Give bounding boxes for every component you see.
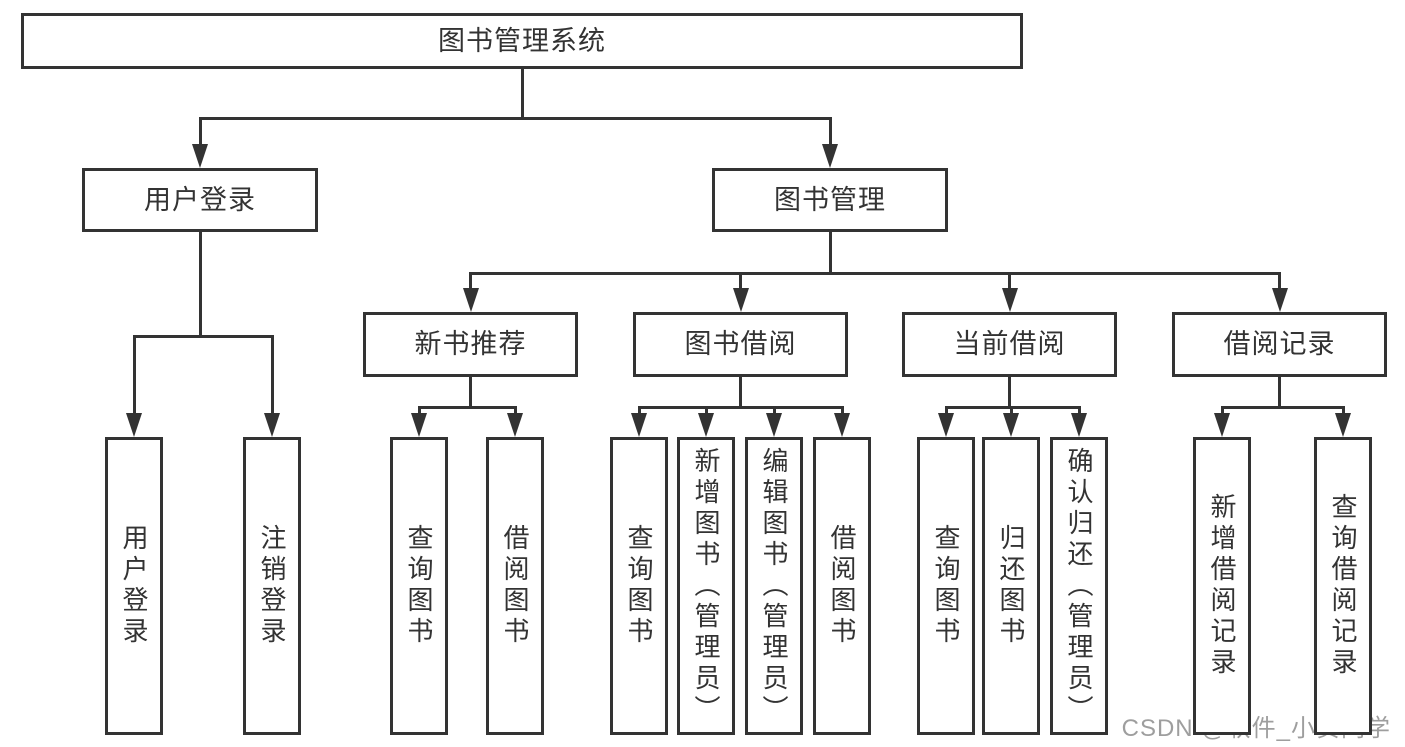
- connector-drop-new-book-recommend: [469, 273, 472, 294]
- connector-branch-book-management: [469, 271, 1281, 275]
- node-leaf-user-login: 用户登录: [105, 437, 163, 735]
- node-book-borrowing: 图书借阅: [633, 312, 848, 377]
- arrowhead-to-current-borrowing: [1001, 288, 1018, 312]
- connector-branch-book-borrowing: [637, 405, 844, 409]
- node-leaf-add-books: 新增图书（管理员）: [677, 437, 735, 735]
- arrowhead-to-leaf-edit-books: [766, 413, 782, 437]
- arrowhead-to-leaf-add-borrow-record: [1214, 413, 1230, 437]
- node-leaf-query-books-1: 查询图书: [390, 437, 448, 735]
- arrowhead-to-leaf-query-borrow-record: [1335, 413, 1351, 437]
- connector-stem-user-login: [198, 232, 202, 336]
- node-label-root: 图书管理系统: [438, 25, 606, 56]
- node-new-book-recommend: 新书推荐: [363, 312, 578, 377]
- node-label-borrowing-records: 借阅记录: [1223, 329, 1336, 359]
- arrowhead-to-new-book-recommend: [462, 288, 479, 312]
- node-label-leaf-query-books-2: 查询图书: [624, 524, 654, 648]
- arrowhead-to-leaf-borrow-books-2: [834, 413, 850, 437]
- node-book-management: 图书管理: [712, 168, 948, 232]
- connector-drop-user-login: [198, 118, 202, 150]
- connector-branch-current-borrowing: [944, 405, 1081, 409]
- connector-drop-leaf-logout: [270, 336, 274, 419]
- arrowhead-to-user-login: [192, 144, 208, 168]
- node-label-leaf-add-books: 新增图书（管理员）: [691, 446, 721, 726]
- node-label-leaf-add-borrow-record: 新增借阅记录: [1207, 493, 1237, 679]
- arrowhead-to-leaf-user-login: [126, 413, 142, 437]
- node-label-leaf-return-books: 归还图书: [996, 524, 1026, 648]
- connector-drop-borrowing-records: [1278, 273, 1281, 294]
- connector-drop-current-borrowing: [1008, 273, 1011, 294]
- connector-branch-new-book-recommend: [417, 405, 517, 409]
- connector-drop-book-borrowing: [739, 273, 742, 294]
- node-root: 图书管理系统: [21, 13, 1023, 69]
- node-borrowing-records: 借阅记录: [1172, 312, 1387, 377]
- node-leaf-return-books: 归还图书: [982, 437, 1040, 735]
- node-label-leaf-user-login: 用户登录: [119, 524, 149, 648]
- connector-branch-borrowing-records: [1220, 405, 1345, 409]
- arrowhead-to-leaf-query-books-2: [631, 413, 647, 437]
- connector-stem-current-borrowing: [1008, 377, 1011, 407]
- arrowhead-to-leaf-logout: [264, 413, 280, 437]
- arrowhead-to-leaf-query-books-3: [938, 413, 954, 437]
- node-leaf-add-borrow-record: 新增借阅记录: [1193, 437, 1251, 735]
- node-leaf-borrow-books-1: 借阅图书: [486, 437, 544, 735]
- arrowhead-to-leaf-query-books-1: [411, 413, 427, 437]
- node-leaf-query-books-3: 查询图书: [917, 437, 975, 735]
- arrowhead-to-leaf-return-books: [1003, 413, 1019, 437]
- node-user-login: 用户登录: [82, 168, 318, 232]
- node-label-book-management: 图书管理: [774, 184, 886, 215]
- connector-drop-book-management: [828, 118, 832, 150]
- arrowhead-to-leaf-confirm-return: [1071, 413, 1087, 437]
- node-label-leaf-query-borrow-record: 查询借阅记录: [1328, 493, 1358, 679]
- arrowhead-to-book-management: [822, 144, 838, 168]
- node-label-user-login: 用户登录: [144, 184, 256, 215]
- node-label-leaf-logout: 注销登录: [257, 524, 287, 648]
- arrowhead-to-leaf-add-books: [698, 413, 714, 437]
- node-label-leaf-confirm-return: 确认归还（管理员）: [1064, 446, 1094, 726]
- connector-branch-user-login: [132, 334, 274, 338]
- node-label-leaf-borrow-books-1: 借阅图书: [500, 524, 530, 648]
- node-label-new-book-recommend: 新书推荐: [414, 329, 527, 359]
- connector-stem-root: [520, 69, 524, 118]
- connector-stem-book-management: [828, 232, 832, 273]
- node-label-leaf-edit-books: 编辑图书（管理员）: [759, 446, 789, 726]
- node-label-leaf-query-books-1: 查询图书: [404, 524, 434, 648]
- connector-stem-book-borrowing: [739, 377, 742, 407]
- connector-stem-borrowing-records: [1278, 377, 1281, 407]
- node-leaf-confirm-return: 确认归还（管理员）: [1050, 437, 1108, 735]
- arrowhead-to-borrowing-records: [1271, 288, 1288, 312]
- connector-branch-root: [198, 116, 832, 120]
- node-leaf-logout: 注销登录: [243, 437, 301, 735]
- node-leaf-edit-books: 编辑图书（管理员）: [745, 437, 803, 735]
- connector-stem-new-book-recommend: [469, 377, 472, 407]
- node-label-leaf-query-books-3: 查询图书: [931, 524, 961, 648]
- arrowhead-to-book-borrowing: [732, 288, 749, 312]
- node-label-leaf-borrow-books-2: 借阅图书: [827, 524, 857, 648]
- node-label-book-borrowing: 图书借阅: [684, 329, 797, 359]
- node-current-borrowing: 当前借阅: [902, 312, 1117, 377]
- node-leaf-query-books-2: 查询图书: [610, 437, 668, 735]
- connector-drop-leaf-user-login: [132, 336, 136, 419]
- node-label-current-borrowing: 当前借阅: [953, 329, 1066, 359]
- arrowhead-to-leaf-borrow-books-1: [507, 413, 523, 437]
- node-leaf-query-borrow-record: 查询借阅记录: [1314, 437, 1372, 735]
- node-leaf-borrow-books-2: 借阅图书: [813, 437, 871, 735]
